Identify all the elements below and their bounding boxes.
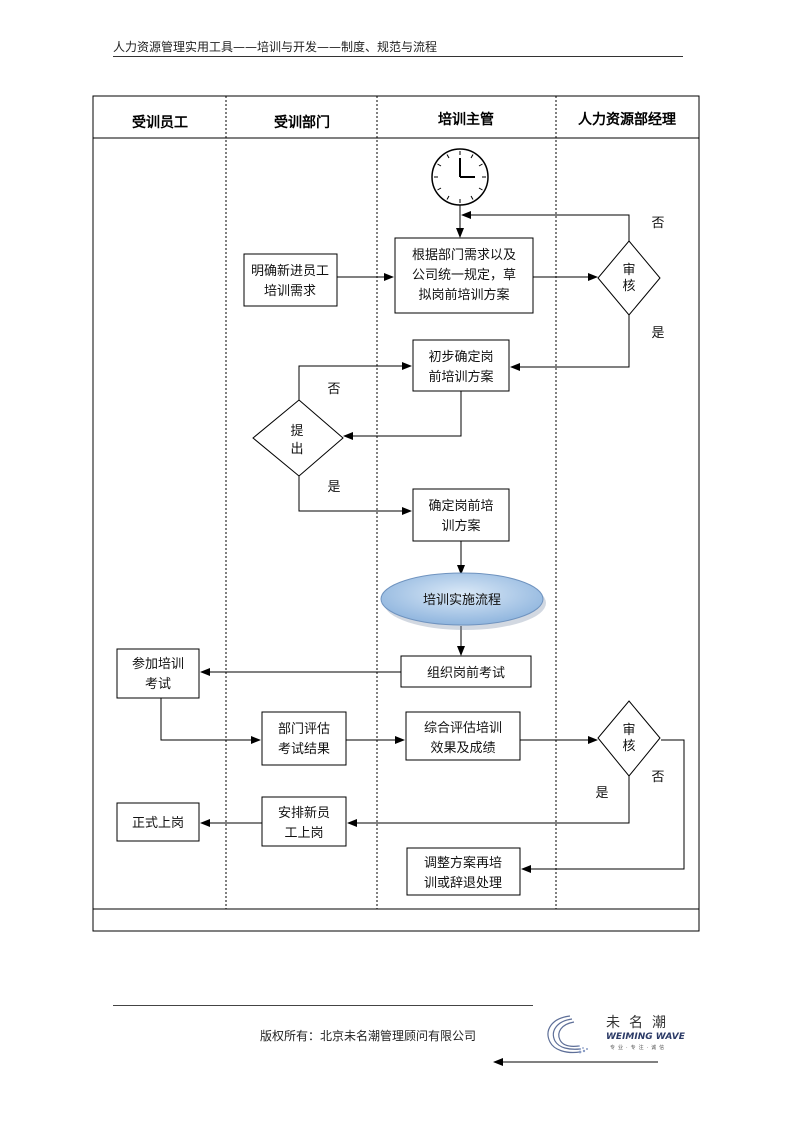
diamond-review-2 bbox=[597, 700, 661, 777]
clock-icon bbox=[431, 148, 489, 206]
company-logo-icon bbox=[547, 1015, 588, 1054]
label-clarify-needs: 明确新进员工培训需求 bbox=[251, 263, 329, 299]
label-training-implementation: 培训实施流程 bbox=[423, 592, 501, 608]
label-overall-evaluate: 综合评估培训效果及成绩 bbox=[424, 720, 502, 756]
box-arrange-onboard bbox=[261, 796, 347, 847]
box-preliminary-plan bbox=[412, 339, 510, 392]
box-take-exam bbox=[116, 648, 200, 699]
label-preliminary-plan: 初步确定岗前培训方案 bbox=[428, 350, 493, 385]
lane-header-training-manager: 培训主管 bbox=[438, 111, 494, 128]
lane-header-trainee: 受训员工 bbox=[132, 114, 188, 131]
lane-header-hr-manager: 人力资源部经理 bbox=[578, 111, 676, 128]
edge-label-yes-2: 是 bbox=[327, 480, 340, 495]
box-organize-exam bbox=[400, 655, 532, 688]
label-review-2: 审核 bbox=[622, 723, 635, 754]
logo-tagline: 专业·专注·诚信 bbox=[610, 1045, 668, 1051]
box-draft-plan bbox=[394, 237, 534, 314]
footer-rule bbox=[113, 1005, 533, 1006]
label-formal-onboard: 正式上岗 bbox=[132, 816, 184, 831]
edge-label-yes-3: 是 bbox=[595, 786, 608, 801]
box-formal-onboard bbox=[116, 802, 200, 842]
box-adjust-retrain bbox=[406, 847, 521, 896]
copyright-text: 版权所有：北京未名潮管理顾问有限公司 bbox=[260, 1029, 477, 1043]
document-header: 人力资源管理实用工具——培训与开发——制度、规范与流程 bbox=[113, 40, 438, 54]
logo-chinese-name: 未名潮 bbox=[606, 1015, 675, 1031]
edge-label-yes-1: 是 bbox=[651, 326, 664, 341]
label-submit: 提出 bbox=[290, 423, 303, 457]
diamond-review-1 bbox=[597, 240, 661, 316]
label-draft-plan: 根据部门需求以及公司统一规定，草拟岗前培训方案 bbox=[412, 248, 516, 303]
lane-header-department: 受训部门 bbox=[274, 114, 330, 131]
header-rule bbox=[113, 56, 683, 57]
edge-label-no-3: 否 bbox=[651, 770, 664, 785]
label-organize-exam: 组织岗前考试 bbox=[427, 665, 505, 681]
edge-label-no-2: 否 bbox=[327, 382, 340, 397]
label-confirm-plan: 确定岗前培训方案 bbox=[428, 498, 493, 534]
swimlane-grid bbox=[92, 95, 700, 932]
ellipse-training-implementation bbox=[380, 572, 546, 630]
connectors bbox=[160, 205, 685, 873]
box-overall-evaluate bbox=[405, 711, 521, 761]
box-dept-evaluate bbox=[261, 711, 347, 766]
diamond-submit bbox=[252, 399, 344, 477]
edge-label-no-1: 否 bbox=[651, 216, 664, 231]
lane-dividers bbox=[225, 96, 557, 909]
box-clarify-needs bbox=[243, 253, 338, 307]
logo-english-name: WEIMING WAVE bbox=[606, 1032, 685, 1042]
label-adjust-retrain: 调整方案再培训或辞退处理 bbox=[424, 855, 502, 891]
label-dept-evaluate: 部门评估考试结果 bbox=[278, 722, 330, 757]
box-confirm-plan bbox=[412, 488, 510, 542]
label-arrange-onboard: 安排新员工上岗 bbox=[278, 805, 330, 841]
process-boxes bbox=[116, 237, 534, 896]
label-take-exam: 参加培训考试 bbox=[132, 656, 184, 692]
decision-diamonds bbox=[252, 240, 661, 777]
label-review-1: 审核 bbox=[622, 263, 635, 294]
